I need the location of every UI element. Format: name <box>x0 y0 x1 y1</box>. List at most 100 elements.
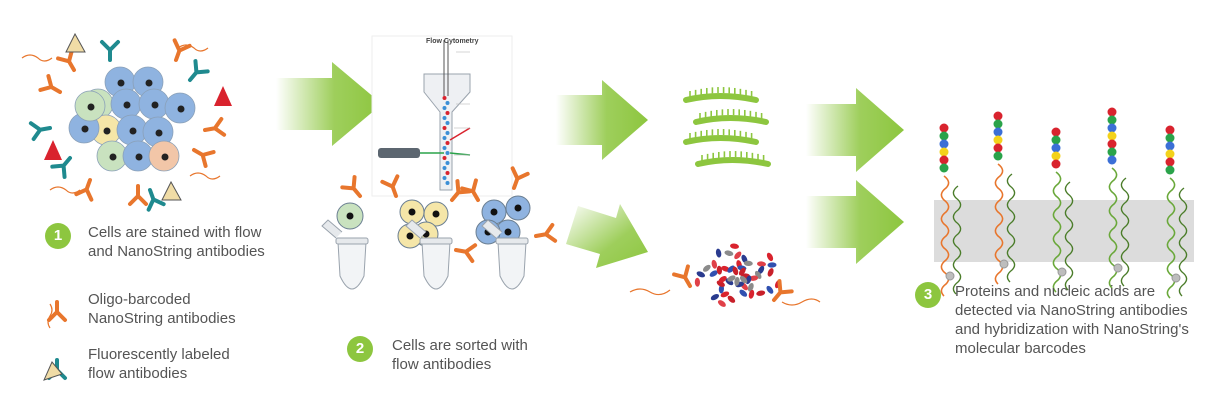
anchor-point <box>999 259 1009 269</box>
antibody-y-icon <box>340 175 369 204</box>
target-strand <box>1006 173 1016 283</box>
tube-rim <box>495 237 529 245</box>
flow-cytometer <box>371 35 513 197</box>
protein-subunit <box>738 267 746 276</box>
protein-subunit <box>727 275 736 282</box>
marker-triangle-red-left <box>44 140 62 160</box>
tail-strand-6 <box>781 298 821 306</box>
tube-cap <box>321 219 343 239</box>
protein-subunit <box>739 289 748 297</box>
tube-icon <box>405 219 453 290</box>
protein-subunit <box>694 277 701 287</box>
cell-nucleus <box>177 105 185 113</box>
tail-strand-3 <box>189 172 221 180</box>
target-strand <box>952 185 962 295</box>
cell-nucleus <box>408 208 416 216</box>
barcode-bead <box>1107 123 1117 133</box>
cell-nucleus <box>117 79 125 87</box>
protein-subunit <box>757 261 766 267</box>
step-3-line: and hybridization with NanoString's <box>955 321 1189 338</box>
legend-fluor-text: Fluorescently labeled flow antibodies <box>88 345 230 383</box>
tube-body <box>497 241 527 290</box>
cell-nucleus <box>161 153 169 161</box>
cytometry-title: Flow Cytometry <box>426 38 479 45</box>
protein-subunit <box>727 295 736 303</box>
protein-subunit <box>710 293 720 301</box>
barcode-bead <box>939 139 949 149</box>
antibody-y-icon <box>128 184 148 206</box>
anchor-point <box>1171 273 1181 283</box>
barcode-probe-icon <box>939 123 962 297</box>
step-3-line: Proteins and nucleic acids are <box>955 283 1156 300</box>
target-strand <box>1120 177 1130 287</box>
flow-arrow-icon <box>806 180 904 264</box>
cell-nucleus <box>504 228 512 236</box>
cell-nucleus <box>109 153 117 161</box>
antibody-y-icon <box>188 141 216 168</box>
barcode-bead <box>1107 155 1117 165</box>
barcode-bead <box>993 111 1003 121</box>
droplet <box>442 106 447 110</box>
antibody-y-icon <box>672 264 699 292</box>
rna-strand-icon <box>683 129 759 145</box>
barcode-bead <box>1051 159 1061 169</box>
rna-backbone <box>693 115 769 125</box>
protein-subunit <box>730 243 739 249</box>
cell-nucleus <box>406 232 414 240</box>
antibody-y-icon <box>74 175 100 202</box>
barcode-bead <box>939 155 949 165</box>
barcode-probes <box>939 107 1188 299</box>
protein-subunit <box>711 259 718 269</box>
droplet <box>442 156 447 160</box>
antibody-y-icon <box>166 38 192 65</box>
cell-nucleus <box>432 210 440 218</box>
barcode-bead <box>1165 157 1175 167</box>
antibody-y-icon <box>452 240 478 264</box>
legend-oligo-line: NanoString antibodies <box>88 310 236 327</box>
flow-arrow-icon <box>806 88 904 172</box>
antibody-y-icon <box>56 48 83 76</box>
barcode-bead <box>1165 165 1175 175</box>
legend-fluor-line: flow antibodies <box>88 365 188 382</box>
barcode-bead <box>993 143 1003 153</box>
marker-triangle-tan-bottom <box>161 180 182 201</box>
barcode-bead <box>993 151 1003 161</box>
antibody-y-icon <box>532 222 558 246</box>
droplet <box>445 151 450 155</box>
legend-fluor-line: Fluorescently labeled <box>88 346 230 363</box>
flow-arrow-icon <box>566 204 648 268</box>
barcode-probe-icon <box>1051 127 1074 293</box>
protein-subunit <box>756 290 766 296</box>
protein-complex-icon <box>629 243 821 308</box>
hybridization-surface <box>934 200 1194 262</box>
label-tick-lines <box>454 51 470 156</box>
step-3-line: detected via NanoString antibodies <box>955 302 1188 319</box>
antibody-y-icon <box>140 185 166 212</box>
cell-nucleus <box>129 127 137 135</box>
flow-arrow-icon <box>556 80 648 160</box>
droplet <box>445 101 450 105</box>
tail-strand-2 <box>177 44 209 52</box>
droplet-stream <box>442 96 450 185</box>
droplet <box>445 181 450 185</box>
protein-subunit <box>732 266 739 276</box>
rna-strand-icon <box>683 87 759 103</box>
tube-icon <box>321 219 369 290</box>
droplet <box>442 116 447 120</box>
target-strand <box>1064 181 1074 291</box>
step-3-line: molecular barcodes <box>955 340 1086 357</box>
marker-triangle-tan-top <box>65 32 86 53</box>
stained-cell-cluster <box>21 32 232 212</box>
droplet <box>445 121 450 125</box>
barcode-bead <box>939 123 949 133</box>
cell-nucleus <box>87 103 95 111</box>
protein-subunit <box>734 251 742 260</box>
target-strand <box>1178 187 1188 297</box>
droplet <box>442 146 447 150</box>
protein-subunit <box>720 291 730 298</box>
antibody-y-icon <box>38 74 66 101</box>
protein-subunit <box>715 248 722 258</box>
protein-subunit <box>709 270 718 277</box>
cell-nucleus <box>151 101 159 109</box>
